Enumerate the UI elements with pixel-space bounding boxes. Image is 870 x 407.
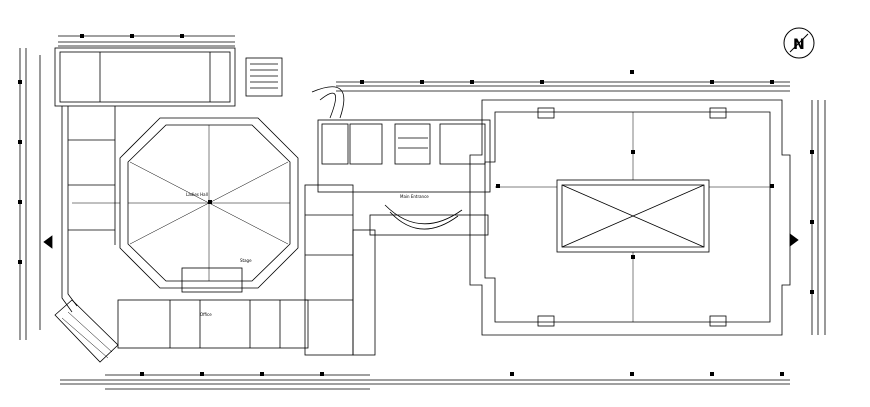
north-letter: N (793, 37, 805, 53)
service-core (311, 86, 491, 193)
column-markers (18, 34, 814, 376)
entrance-curve: Main Entrance (369, 194, 489, 236)
stage-area: Stage (181, 258, 252, 293)
bottom-rooms: Office (117, 299, 309, 349)
office-label: Office (200, 312, 212, 317)
top-dimension-lines (58, 35, 790, 92)
bottom-dimension-lines (60, 374, 790, 390)
right-hall (469, 99, 791, 336)
right-dimension-lines (811, 100, 826, 335)
left-wing (61, 106, 116, 313)
left-dimension-lines (19, 48, 41, 340)
hall-label: Ladies Hall (186, 192, 208, 197)
entrance-label: Main Entrance (400, 194, 429, 199)
octagon-hall: Ladies Hall (72, 117, 299, 289)
mid-column (304, 184, 376, 356)
section-markers (43, 233, 799, 249)
stage-label: Stage (240, 258, 252, 263)
north-arrow-icon: N (783, 27, 815, 59)
southwest-wing (54, 299, 119, 363)
upper-left-block (54, 47, 283, 107)
